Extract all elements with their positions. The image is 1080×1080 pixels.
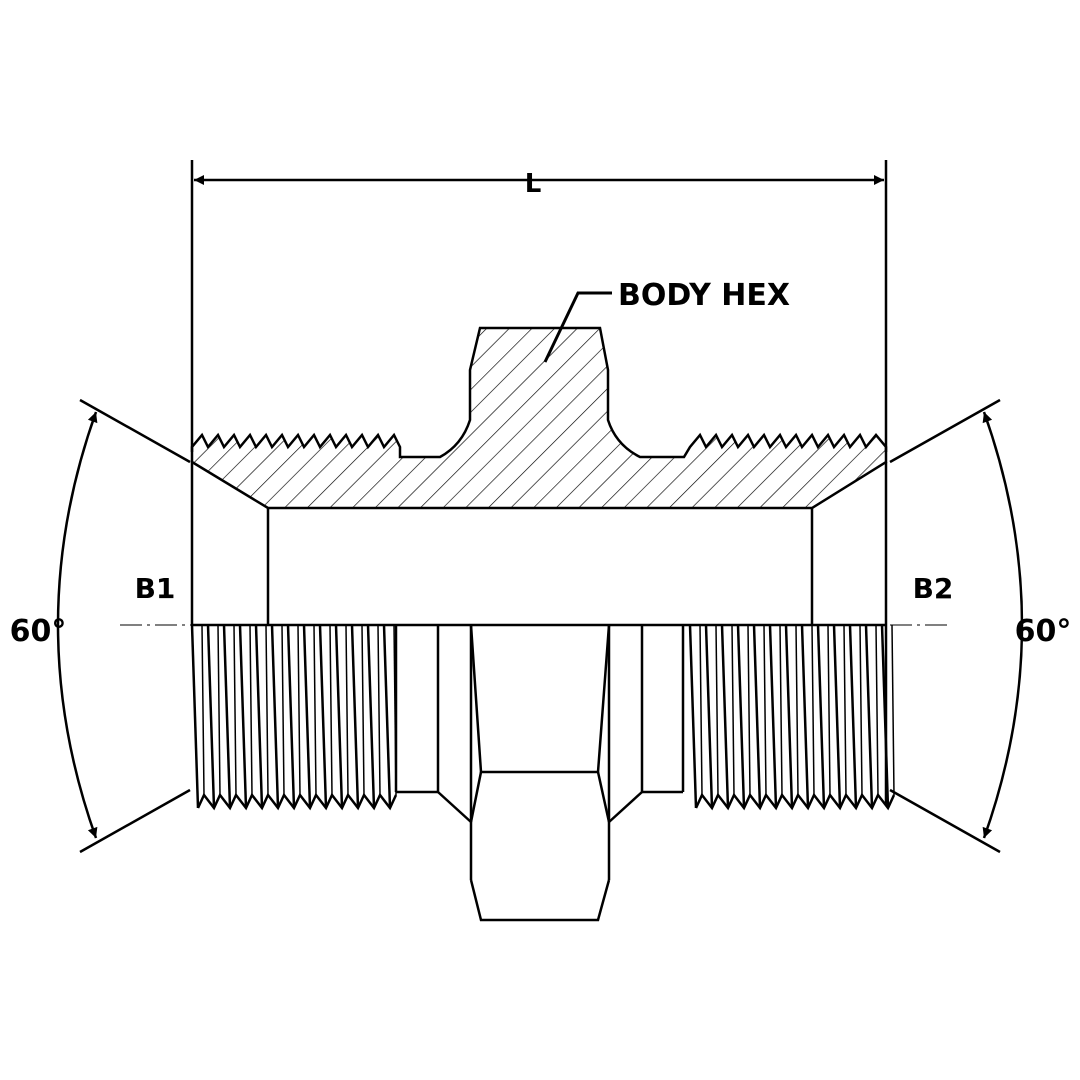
thread-line [736, 624, 746, 809]
thread-line [699, 624, 703, 796]
thread-line [206, 624, 216, 809]
thread-line [265, 624, 269, 796]
thread-line [859, 624, 863, 796]
thread-line [811, 624, 815, 796]
thread-root [694, 792, 896, 811]
thread-line [318, 624, 328, 809]
thread-line [233, 624, 237, 796]
thread-line [875, 624, 879, 796]
thread-line [816, 624, 826, 809]
thread-line [731, 624, 735, 796]
thread-line [843, 624, 847, 796]
hex-exterior [469, 624, 611, 922]
left-angle-label: 60° [10, 614, 67, 649]
length-label: L [525, 169, 542, 199]
thread-line [779, 624, 783, 796]
thread-line [704, 624, 714, 809]
thread-line [752, 624, 762, 809]
thread-line [891, 624, 895, 796]
thread-line [688, 624, 698, 809]
thread-line [382, 624, 392, 809]
thread-line [864, 624, 874, 809]
thread-line [800, 624, 810, 809]
thread-line [249, 624, 253, 796]
port-b2-label: B2 [913, 572, 954, 605]
thread-line [334, 624, 344, 809]
right-angle-dimension [889, 398, 1024, 854]
thread-line [720, 624, 730, 809]
thread-line [350, 624, 360, 809]
thread-line [377, 624, 381, 796]
thread-line [747, 624, 751, 796]
body-section [190, 326, 888, 510]
thread-line [238, 624, 248, 809]
thread-root [196, 792, 398, 811]
thread-line [832, 624, 842, 809]
port-b1-label: B1 [135, 572, 176, 605]
right-angle-label: 60° [1015, 614, 1072, 649]
thread-line [763, 624, 767, 796]
thread-line [329, 624, 333, 796]
thread-line [281, 624, 285, 796]
bore [190, 462, 888, 625]
thread-line [270, 624, 280, 809]
thread-line [393, 624, 397, 796]
thread-line [313, 624, 317, 796]
thread-line [190, 624, 200, 809]
thread-line [217, 624, 221, 796]
exterior-view [190, 623, 896, 823]
thread-line [768, 624, 778, 809]
thread-line [201, 624, 205, 796]
body-hex-leader [543, 291, 612, 363]
thread-line [254, 624, 264, 809]
thread-line [222, 624, 232, 809]
thread-line [297, 624, 301, 796]
thread-line [795, 624, 799, 796]
thread-line [715, 624, 719, 796]
thread-line [366, 624, 376, 809]
length-dimension [190, 160, 888, 452]
thread-line [286, 624, 296, 809]
thread-line [848, 624, 858, 809]
thread-line [302, 624, 312, 809]
body-hex-label: BODY HEX [618, 278, 790, 313]
thread-line [827, 624, 831, 796]
thread-line [361, 624, 365, 796]
left-angle-dimension [56, 398, 191, 854]
thread-line [345, 624, 349, 796]
thread-line [784, 624, 794, 809]
